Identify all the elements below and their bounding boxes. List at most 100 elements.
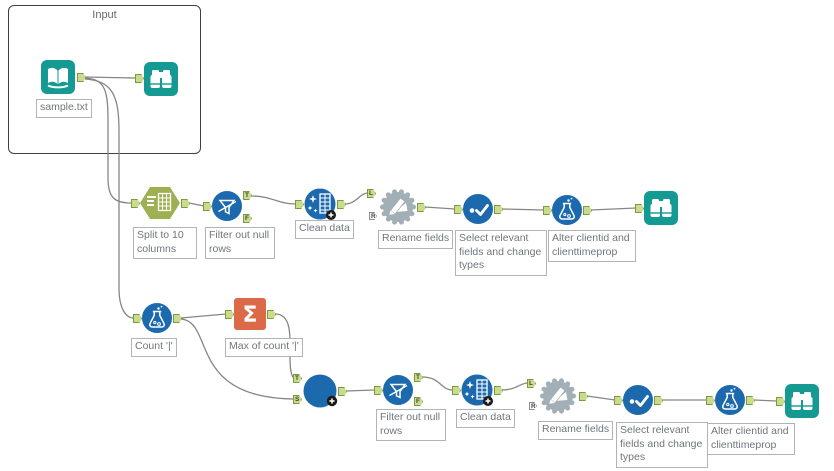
wire-summarize-append [274, 313, 295, 379]
anchor-output-rename-bottom[interactable] [579, 392, 588, 401]
anchor-right-rename-bottom[interactable]: R [529, 402, 537, 410]
anchor-left-rename-bottom[interactable]: L [527, 379, 536, 388]
dynamic-rename-gear-icon [540, 378, 576, 414]
wire-formulatop-browse [590, 207, 637, 211]
text-to-columns-icon [140, 187, 180, 219]
select-check-icon [623, 385, 653, 415]
data-cleansing-icon [304, 188, 336, 220]
anchor-right-rename-top[interactable]: R [369, 212, 377, 220]
anchor-input-filter-bottom[interactable] [374, 386, 383, 395]
annotation-formula-top[interactable]: Alter clientid and clienttimeprop [548, 230, 636, 263]
anchor-left-rename-top[interactable]: L [367, 189, 376, 198]
tool-data-cleansing-top[interactable] [303, 187, 339, 228]
tool-summarize[interactable]: Σ [234, 298, 266, 335]
tool-dynamic-rename-bottom[interactable] [539, 377, 577, 420]
anchor-false-filter-top[interactable]: F [243, 214, 252, 223]
wire-cleantop-rename [344, 192, 369, 205]
anchor-input-clean-top[interactable] [295, 200, 304, 209]
anchor-output-input-data[interactable] [77, 73, 86, 82]
tool-formula-count[interactable] [142, 303, 172, 338]
annotation-rename-top[interactable]: Rename fields [378, 230, 454, 249]
filter-funnel-icon [383, 375, 413, 405]
tool-browse-top-end[interactable] [644, 191, 678, 230]
wire-renametop-select [424, 206, 456, 210]
tool-filter-bottom[interactable] [383, 375, 413, 410]
anchor-output-append[interactable] [338, 387, 347, 396]
tool-select-bottom[interactable] [623, 385, 653, 420]
formula-flask-icon [715, 385, 745, 415]
anchor-input-filter-top[interactable] [203, 202, 212, 211]
annotation-clean-bottom[interactable]: Clean data [456, 409, 515, 428]
wire-renamebot-select [586, 395, 616, 401]
anchor-output-split[interactable] [181, 199, 190, 208]
wire-selecttop-formula [501, 208, 545, 211]
annotation-select-bottom[interactable]: Select relevant fields and change types [616, 422, 708, 468]
tool-text-to-columns[interactable] [140, 185, 180, 226]
anchor-target-append[interactable]: T [293, 374, 302, 383]
anchor-input-formula-bottom[interactable] [706, 396, 715, 405]
annotation-input-file[interactable]: sample.txt [36, 99, 92, 118]
anchor-output-clean-bottom[interactable] [494, 386, 503, 395]
annotation-filter-top[interactable]: Filter out null rows [205, 227, 275, 260]
formula-flask-icon [552, 195, 582, 225]
anchor-input-summarize[interactable] [225, 310, 234, 319]
tool-filter-top[interactable] [212, 191, 242, 226]
anchor-false-filter-bottom[interactable]: F [414, 397, 423, 406]
wire-filterbot-clean [421, 376, 454, 391]
wire-count-append [180, 318, 295, 400]
anchor-input-browse-top[interactable] [135, 74, 144, 83]
anchor-output-summarize[interactable] [267, 310, 276, 319]
browse-binoculars-icon [785, 384, 819, 418]
tool-input-data[interactable] [41, 60, 75, 99]
wire-append-filter [345, 389, 376, 392]
anchor-output-select-bottom[interactable] [654, 396, 663, 405]
browse-binoculars-icon [644, 191, 678, 225]
annotation-clean-top[interactable]: Clean data [295, 220, 354, 239]
anchor-output-select-top[interactable] [494, 205, 503, 214]
annotation-rename-bottom[interactable]: Rename fields [538, 421, 614, 440]
select-check-icon [463, 194, 493, 224]
annotation-filter-bottom[interactable]: Filter out null rows [376, 409, 446, 442]
anchor-output-formula-top[interactable] [583, 206, 592, 215]
wire-formulabot-browse [753, 399, 778, 402]
anchor-input-select-bottom[interactable] [614, 396, 623, 405]
container-title: Input [92, 9, 117, 21]
anchor-true-filter-bottom[interactable]: T [414, 373, 423, 382]
tool-formula-top[interactable] [552, 195, 582, 230]
anchor-input-clean-bottom[interactable] [452, 386, 461, 395]
tool-append-fields[interactable] [303, 374, 343, 419]
filter-funnel-icon [212, 191, 242, 221]
anchor-input-formula-top[interactable] [543, 206, 552, 215]
tool-browse-bottom[interactable] [785, 384, 819, 423]
dynamic-rename-gear-icon [380, 189, 416, 225]
input-data-book-icon [41, 60, 75, 94]
annotation-formula-bottom[interactable]: Alter clientid and clienttimeprop [707, 423, 795, 456]
anchor-input-browse-bottom[interactable] [776, 397, 785, 406]
tool-browse-top[interactable] [144, 62, 178, 101]
wire-input-browse [84, 76, 137, 79]
tool-select-top[interactable] [463, 194, 493, 229]
annotation-split[interactable]: Split to 10 columns [133, 227, 197, 260]
annotation-count[interactable]: Count '|' [131, 338, 177, 357]
anchor-output-rename-top[interactable] [417, 203, 426, 212]
anchor-output-clean-top[interactable] [337, 200, 346, 209]
annotation-summarize[interactable]: Max of count '|' [225, 338, 303, 357]
tool-formula-bottom[interactable] [715, 385, 745, 420]
data-cleansing-icon [461, 374, 493, 406]
anchor-output-count[interactable] [173, 314, 182, 323]
anchor-true-filter-top[interactable]: T [243, 191, 252, 200]
anchor-output-formula-bottom[interactable] [746, 396, 755, 405]
anchor-input-split[interactable] [131, 199, 140, 208]
wire-split-filter [188, 202, 205, 207]
anchor-input-select-top[interactable] [454, 205, 463, 214]
tool-data-cleansing-bottom[interactable] [460, 373, 496, 414]
annotation-select-top[interactable]: Select relevant fields and change types [455, 230, 547, 276]
anchor-input-browse-top-end[interactable] [635, 204, 644, 213]
svg-text:Σ: Σ [242, 303, 257, 328]
anchor-input-count[interactable] [133, 314, 142, 323]
anchor-source-append[interactable]: S [293, 395, 302, 404]
wire-cleanbot-rename [501, 382, 529, 391]
wire-count-summarize [180, 313, 227, 319]
tool-dynamic-rename-top[interactable] [379, 188, 417, 231]
wire-filtertop-clean [250, 195, 297, 205]
